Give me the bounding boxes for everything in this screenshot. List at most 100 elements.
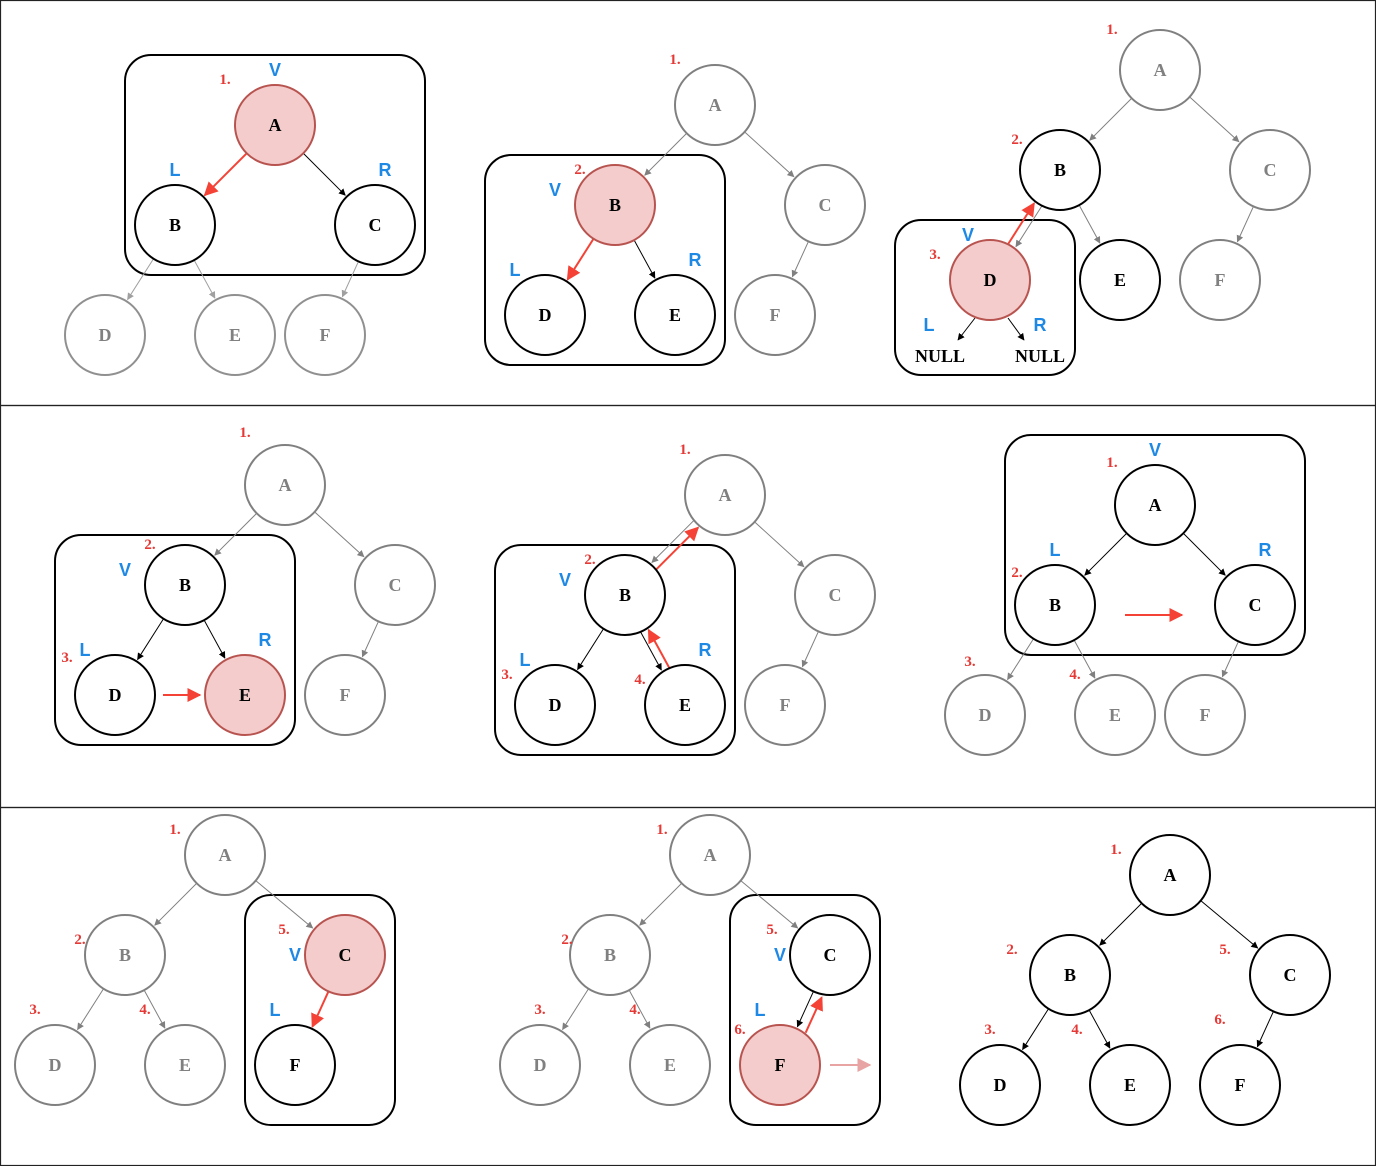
- node-circle: [1119, 29, 1201, 111]
- node-circle: [1129, 834, 1211, 916]
- node-label: A: [1149, 495, 1162, 515]
- node-A: A: [1119, 29, 1201, 111]
- node-label: A: [709, 95, 722, 115]
- step-number: 5.: [766, 922, 778, 938]
- node-label: F: [775, 1055, 786, 1075]
- node-label: D: [99, 325, 112, 345]
- edge-A-C: [302, 152, 346, 196]
- node-E: E: [204, 654, 286, 736]
- node-B: B: [1019, 129, 1101, 211]
- edge-C-F: [1221, 641, 1239, 678]
- node-D: D: [64, 294, 146, 376]
- node-E: E: [1089, 1044, 1171, 1126]
- return-arrow-F-to-C: [804, 996, 823, 1034]
- step-number: 2.: [1011, 565, 1023, 581]
- node-C: C: [784, 164, 866, 246]
- node-label: E: [664, 1055, 676, 1075]
- node-label: D: [979, 705, 992, 725]
- node-label: E: [179, 1055, 191, 1075]
- role-label-R: R: [689, 250, 702, 270]
- node-circle: [669, 814, 751, 896]
- node-circle: [204, 654, 286, 736]
- edge-D-null-left: [957, 317, 976, 341]
- node-circle: [634, 274, 716, 356]
- step-number: 4.: [1071, 1022, 1083, 1038]
- edge-B-E: [1073, 639, 1096, 679]
- node-circle: [1249, 934, 1331, 1016]
- node-circle: [789, 914, 871, 996]
- node-B: B: [1014, 564, 1096, 646]
- node-E: E: [1074, 674, 1156, 756]
- step-number: 2.: [584, 552, 596, 568]
- step-number: 4.: [1069, 667, 1081, 683]
- node-circle: [1019, 129, 1101, 211]
- node-B: B: [584, 554, 666, 636]
- edge-C-F: [801, 631, 819, 668]
- node-circle: [244, 444, 326, 526]
- node-A: A: [669, 814, 751, 896]
- step-number: 6.: [1214, 1012, 1226, 1028]
- node-D: D: [499, 1024, 581, 1106]
- edge-A-B: [203, 152, 248, 197]
- step-number: 6.: [734, 1022, 746, 1038]
- node-circle: [574, 164, 656, 246]
- step-number: 3.: [29, 1002, 41, 1018]
- edge-A-B: [1099, 902, 1143, 946]
- step-number: 3.: [964, 654, 976, 670]
- node-D: D: [74, 654, 156, 736]
- node-label: C: [824, 945, 837, 965]
- role-label-V: V: [269, 60, 281, 80]
- node-circle: [514, 664, 596, 746]
- node-circle: [784, 164, 866, 246]
- node-F: F: [254, 1024, 336, 1106]
- node-circle: [234, 84, 316, 166]
- node-label: D: [539, 305, 552, 325]
- step-number: 1.: [679, 442, 691, 458]
- node-label: C: [829, 585, 842, 605]
- node-circle: [949, 239, 1031, 321]
- edge-B-D: [1022, 1008, 1049, 1051]
- node-label: B: [169, 215, 181, 235]
- role-label-V: V: [289, 945, 301, 965]
- node-A: A: [674, 64, 756, 146]
- node-label: E: [1109, 705, 1121, 725]
- current-subtree-frame: [244, 894, 396, 1126]
- edge-A-C: [1189, 96, 1240, 143]
- node-label: A: [219, 845, 232, 865]
- role-label-R: R: [699, 640, 712, 660]
- current-subtree-frame: [894, 219, 1076, 376]
- edge-B-D: [566, 238, 595, 281]
- node-B: B: [569, 914, 651, 996]
- role-label-R: R: [1259, 540, 1272, 560]
- current-subtree-frame: [484, 154, 726, 366]
- role-label-L: L: [924, 315, 935, 335]
- node-circle: [569, 914, 651, 996]
- node-C: C: [1229, 129, 1311, 211]
- step-number: 5.: [278, 922, 290, 938]
- node-F: F: [304, 654, 386, 736]
- edge-A-C: [754, 521, 805, 568]
- step-number: 1.: [169, 822, 181, 838]
- node-circle: [1179, 239, 1261, 321]
- role-label-V: V: [119, 560, 131, 580]
- edge-B-E: [628, 989, 651, 1029]
- step-number: 4.: [629, 1002, 641, 1018]
- node-E: E: [1079, 239, 1161, 321]
- node-circle: [684, 454, 766, 536]
- edge-C-F: [1256, 1011, 1274, 1048]
- node-C: C: [789, 914, 871, 996]
- step-number: 4.: [139, 1002, 151, 1018]
- node-label: F: [1200, 705, 1211, 725]
- edge-D-null-right: [1007, 317, 1025, 341]
- step-number: 2.: [1006, 942, 1018, 958]
- node-label: A: [704, 845, 717, 865]
- role-label-L: L: [170, 160, 181, 180]
- edge-C-F: [791, 241, 809, 278]
- node-label: F: [1215, 270, 1226, 290]
- node-circle: [354, 544, 436, 626]
